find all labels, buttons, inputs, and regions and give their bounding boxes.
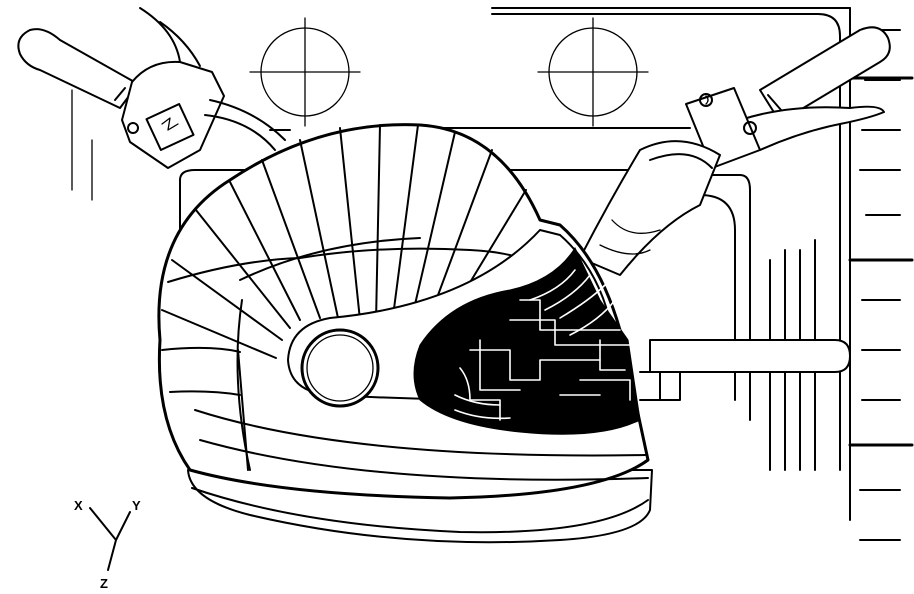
left-handlebar-grip bbox=[17, 7, 286, 169]
right-handlebar-grip bbox=[579, 26, 891, 276]
crosshair-target-right bbox=[537, 17, 649, 127]
helmet bbox=[157, 123, 653, 544]
interior-cutaway bbox=[454, 269, 631, 421]
axis-label-x: X bbox=[74, 498, 83, 513]
crosshair-target-left bbox=[249, 17, 361, 127]
axis-label-z: Z bbox=[100, 576, 108, 591]
axis-triad: X Y Z bbox=[74, 498, 141, 591]
axis-label-y: Y bbox=[132, 498, 141, 513]
